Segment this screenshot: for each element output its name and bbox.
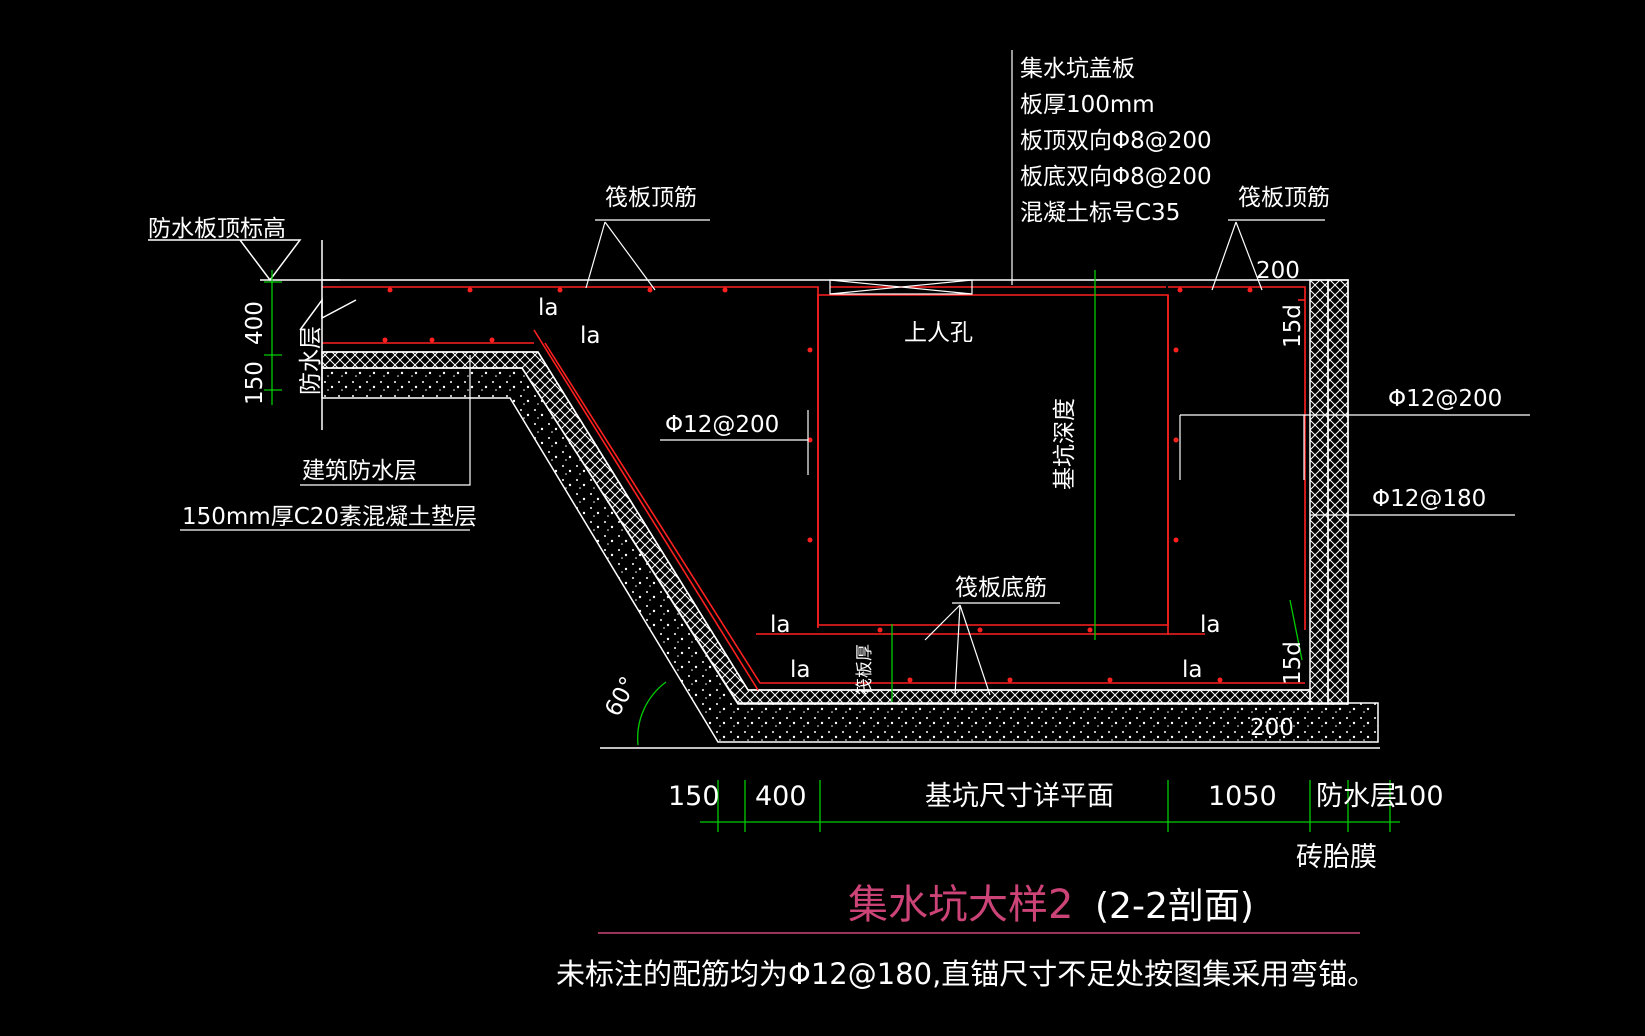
la-label-6: la <box>1182 657 1202 683</box>
cover-note-line4: 板底双向Φ8@200 <box>1020 164 1212 190</box>
15d-label-top: 15d <box>1280 304 1306 348</box>
la-label-1: la <box>538 295 558 321</box>
dim-pit-size: 基坑尺寸详平面 <box>925 781 1114 812</box>
dim-200-top: 200 <box>1256 258 1300 284</box>
dim-100: 100 <box>1392 781 1444 812</box>
pit-depth-label: 基坑深度 <box>1052 398 1078 490</box>
dim-400-left: 400 <box>242 301 268 345</box>
la-label-5: la <box>1200 612 1220 638</box>
la-label-2: la <box>580 323 600 349</box>
dim-200-bottom: 200 <box>1250 715 1294 741</box>
la-label-4: la <box>790 657 810 683</box>
brick-membrane <box>1327 279 1349 705</box>
manhole-cover <box>829 279 973 295</box>
rebar-right-label-1: Φ12@200 <box>1388 386 1502 412</box>
raft-bottom-rebar-label: 筏板底筋 <box>955 575 1047 601</box>
cover-note-line5: 混凝土标号C35 <box>1020 200 1180 226</box>
dim-400: 400 <box>755 781 807 812</box>
break-line <box>299 240 357 430</box>
angle-label: 60° <box>600 673 642 721</box>
drawing-title: 集水坑大样2 <box>848 882 1073 928</box>
raft-thickness-label: 筏板厚 <box>855 644 875 695</box>
cushion-label: 150mm厚C20素混凝土垫层 <box>182 504 477 530</box>
leader-lines <box>180 50 1530 696</box>
building-waterproof-label: 建筑防水层 <box>302 458 417 484</box>
cover-note-line3: 板顶双向Φ8@200 <box>1020 128 1212 154</box>
cover-note-line1: 集水坑盖板 <box>1020 56 1135 82</box>
footnote: 未标注的配筋均为Φ12@180,直锚尺寸不足处按图集采用弯锚。 <box>556 957 1376 991</box>
cushion-layer <box>321 367 1379 743</box>
drawing-subtitle: (2-2剖面) <box>1095 886 1254 927</box>
brick-membrane-label: 砖胎膜 <box>1296 842 1377 873</box>
rebar-right-label-2: Φ12@180 <box>1372 486 1486 512</box>
la-label-3: la <box>770 612 790 638</box>
dim-1050: 1050 <box>1208 781 1277 812</box>
raft-top-rebar-left: 筏板顶筋 <box>605 185 697 211</box>
brick-wall <box>1309 279 1329 705</box>
manhole-label: 上人孔 <box>904 320 973 346</box>
waterproof-layer-vertical: 防水层 <box>298 326 324 395</box>
dimension-lines <box>264 270 1400 832</box>
elevation-symbol <box>148 239 340 282</box>
rebar-left-label: Φ12@200 <box>665 412 779 438</box>
dim-150: 150 <box>668 781 720 812</box>
waterproof-top-elevation: 防水板顶标高 <box>148 216 286 242</box>
concrete-outline <box>322 279 1349 704</box>
dim-150-left: 150 <box>242 361 268 405</box>
cover-note-line2: 板厚100mm <box>1020 92 1155 118</box>
dim-waterproof: 防水层 <box>1316 781 1397 812</box>
rebar-dots <box>382 287 1253 683</box>
15d-label-bottom: 15d <box>1280 641 1306 685</box>
rebar-lines <box>322 286 1306 691</box>
raft-top-rebar-right: 筏板顶筋 <box>1238 185 1330 211</box>
